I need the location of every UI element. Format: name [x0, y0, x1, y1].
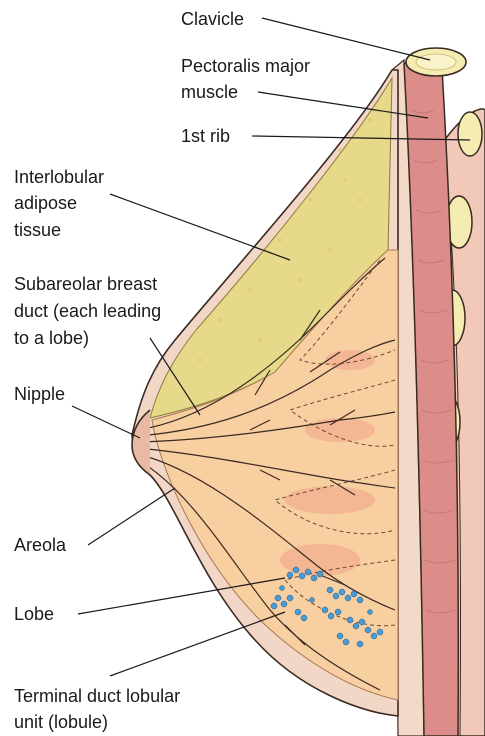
label-duct-line2: duct (each leading — [14, 301, 161, 321]
label-lobe: Lobe — [14, 604, 54, 624]
label-tdlu-line2: unit (lobule) — [14, 712, 108, 732]
leader-nipple — [72, 406, 140, 438]
nipple — [132, 410, 150, 475]
leader-areola — [88, 488, 175, 545]
label-nipple: Nipple — [14, 384, 65, 404]
label-first-rib: 1st rib — [181, 126, 230, 146]
label-duct-line1: Subareolar breast — [14, 274, 157, 294]
label-adipose-line3: tissue — [14, 220, 61, 240]
label-duct-line3: to a lobe) — [14, 328, 89, 348]
label-pectoralis-line1: Pectoralis major — [181, 56, 310, 76]
leader-clavicle — [262, 18, 430, 60]
rib-1 — [458, 112, 482, 156]
label-tdlu-line1: Terminal duct lobular — [14, 686, 180, 706]
label-adipose-line2: adipose — [14, 193, 77, 213]
leader-adipose — [110, 194, 290, 260]
label-adipose-line1: Interlobular — [14, 167, 104, 187]
clavicle-marrow — [416, 54, 456, 70]
label-areola: Areola — [14, 535, 67, 555]
label-pectoralis-line2: muscle — [181, 82, 238, 102]
label-clavicle: Clavicle — [181, 9, 244, 29]
